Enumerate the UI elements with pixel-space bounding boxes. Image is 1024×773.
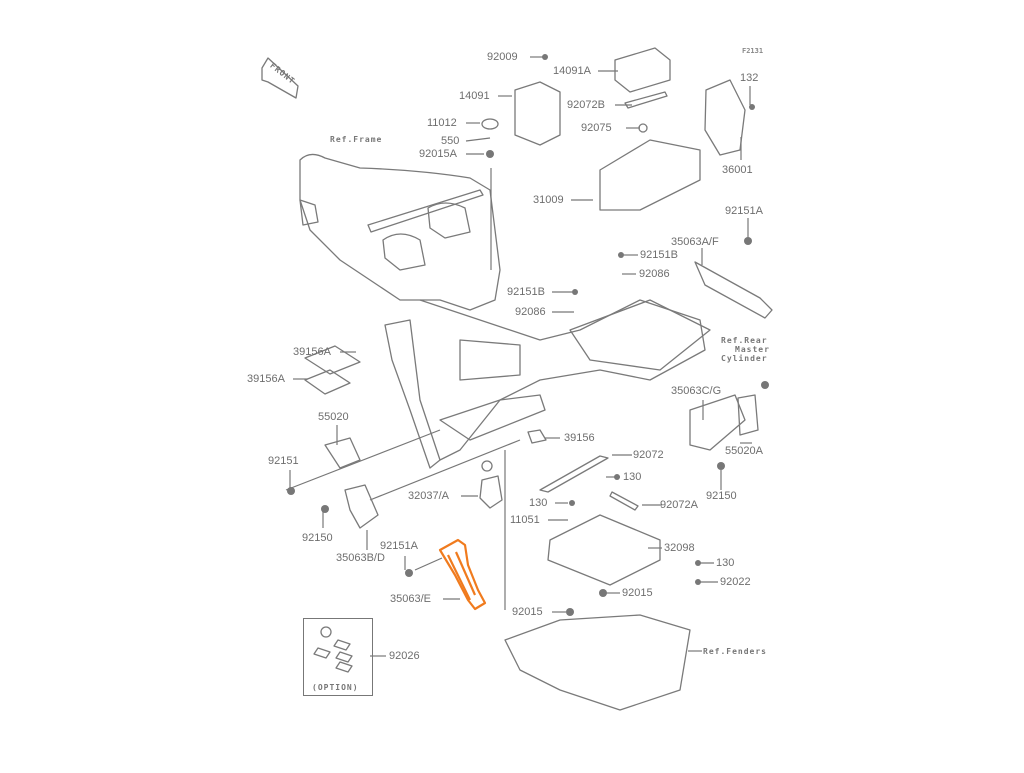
part-label-92009[interactable]: 92009 xyxy=(487,51,518,63)
part-label-92026[interactable]: 92026 xyxy=(389,650,420,662)
part-label-130-c[interactable]: 130 xyxy=(716,557,735,569)
part-92015a xyxy=(486,150,494,158)
part-label-92150-left[interactable]: 92150 xyxy=(302,532,333,544)
part-label-39156a-1[interactable]: 39156A xyxy=(293,346,331,358)
frame-drawing xyxy=(299,153,711,469)
highlighted-part-35063-e[interactable] xyxy=(414,538,487,611)
part-label-36001[interactable]: 36001 xyxy=(722,164,753,176)
part-36001 xyxy=(704,79,746,156)
ref-frame-label: Ref.Frame xyxy=(330,135,383,144)
part-label-14091a[interactable]: 14091A xyxy=(553,65,591,77)
part-label-132[interactable]: 132 xyxy=(740,72,759,84)
part-label-130-b[interactable]: 130 xyxy=(529,497,548,509)
part-55020a xyxy=(737,394,759,436)
figure-code: F2131 xyxy=(742,47,764,55)
part-label-92150-right[interactable]: 92150 xyxy=(706,490,737,502)
option-parts-icons xyxy=(313,626,353,673)
part-label-92151[interactable]: 92151 xyxy=(268,455,299,467)
part-label-550[interactable]: 550 xyxy=(441,135,460,147)
part-label-92015a[interactable]: 92015A xyxy=(419,148,457,160)
part-39156a-1 xyxy=(304,345,361,375)
ref-rear-label: Ref.Rear xyxy=(721,336,768,345)
part-label-35063bd[interactable]: 35063B/D xyxy=(336,552,385,564)
part-label-11051[interactable]: 11051 xyxy=(510,514,540,526)
part-35063cg xyxy=(689,394,746,451)
part-55020 xyxy=(324,437,361,469)
part-label-14091[interactable]: 14091 xyxy=(459,90,490,102)
part-label-92072a[interactable]: 92072A xyxy=(660,499,698,511)
option-box xyxy=(303,618,373,696)
part-39156 xyxy=(527,429,547,444)
part-label-130-a[interactable]: 130 xyxy=(623,471,642,483)
front-arrow-icon xyxy=(261,57,299,99)
part-31009 xyxy=(599,139,701,211)
part-label-92072b[interactable]: 92072B xyxy=(567,99,605,111)
ref-cylinder-label: Cylinder xyxy=(721,354,768,363)
part-label-92151b-left[interactable]: 92151B xyxy=(507,286,545,298)
part-92072b xyxy=(624,91,668,109)
part-92072a xyxy=(609,491,639,511)
ref-fenders-label: Ref.Fenders xyxy=(703,647,767,656)
part-label-92151a-left[interactable]: 92151A xyxy=(380,540,418,552)
part-32098 xyxy=(547,514,661,586)
part-32037a xyxy=(479,475,503,509)
part-label-55020[interactable]: 55020 xyxy=(318,411,349,423)
part-label-92151b-right[interactable]: 92151B xyxy=(640,249,678,261)
part-label-92015-right[interactable]: 92015 xyxy=(622,587,653,599)
part-92072 xyxy=(539,455,609,493)
part-label-92075[interactable]: 92075 xyxy=(581,122,612,134)
part-label-92086-left[interactable]: 92086 xyxy=(515,306,546,318)
part-fender-bracket xyxy=(504,614,691,711)
part-35063bd xyxy=(344,484,379,529)
part-92075 xyxy=(638,123,648,133)
part-label-35063cg[interactable]: 35063C/G xyxy=(671,385,722,397)
part-label-39156[interactable]: 39156 xyxy=(564,432,595,444)
part-label-32098[interactable]: 32098 xyxy=(664,542,695,554)
part-label-31009[interactable]: 31009 xyxy=(533,194,564,206)
part-35063af xyxy=(694,261,773,319)
part-label-92015-left[interactable]: 92015 xyxy=(512,606,543,618)
option-label: (OPTION) xyxy=(312,683,359,692)
ref-master-label: Master xyxy=(735,345,770,354)
part-label-11012[interactable]: 11012 xyxy=(427,117,457,129)
part-label-39156a-2[interactable]: 39156A xyxy=(247,373,285,385)
part-14091a xyxy=(614,47,671,93)
part-11012 xyxy=(481,118,499,130)
part-label-35063af[interactable]: 35063A/F xyxy=(671,236,719,248)
part-label-92086-right[interactable]: 92086 xyxy=(639,268,670,280)
part-39156a-2 xyxy=(304,369,351,395)
parts-shapes xyxy=(287,47,773,711)
part-14091 xyxy=(514,81,561,146)
part-label-92151a-top[interactable]: 92151A xyxy=(725,205,763,217)
part-label-55020a[interactable]: 55020A xyxy=(725,445,763,457)
part-label-35063e[interactable]: 35063/E xyxy=(390,593,431,605)
part-label-92072[interactable]: 92072 xyxy=(633,449,664,461)
part-label-32037a[interactable]: 32037/A xyxy=(408,490,449,502)
part-label-92022[interactable]: 92022 xyxy=(720,576,751,588)
